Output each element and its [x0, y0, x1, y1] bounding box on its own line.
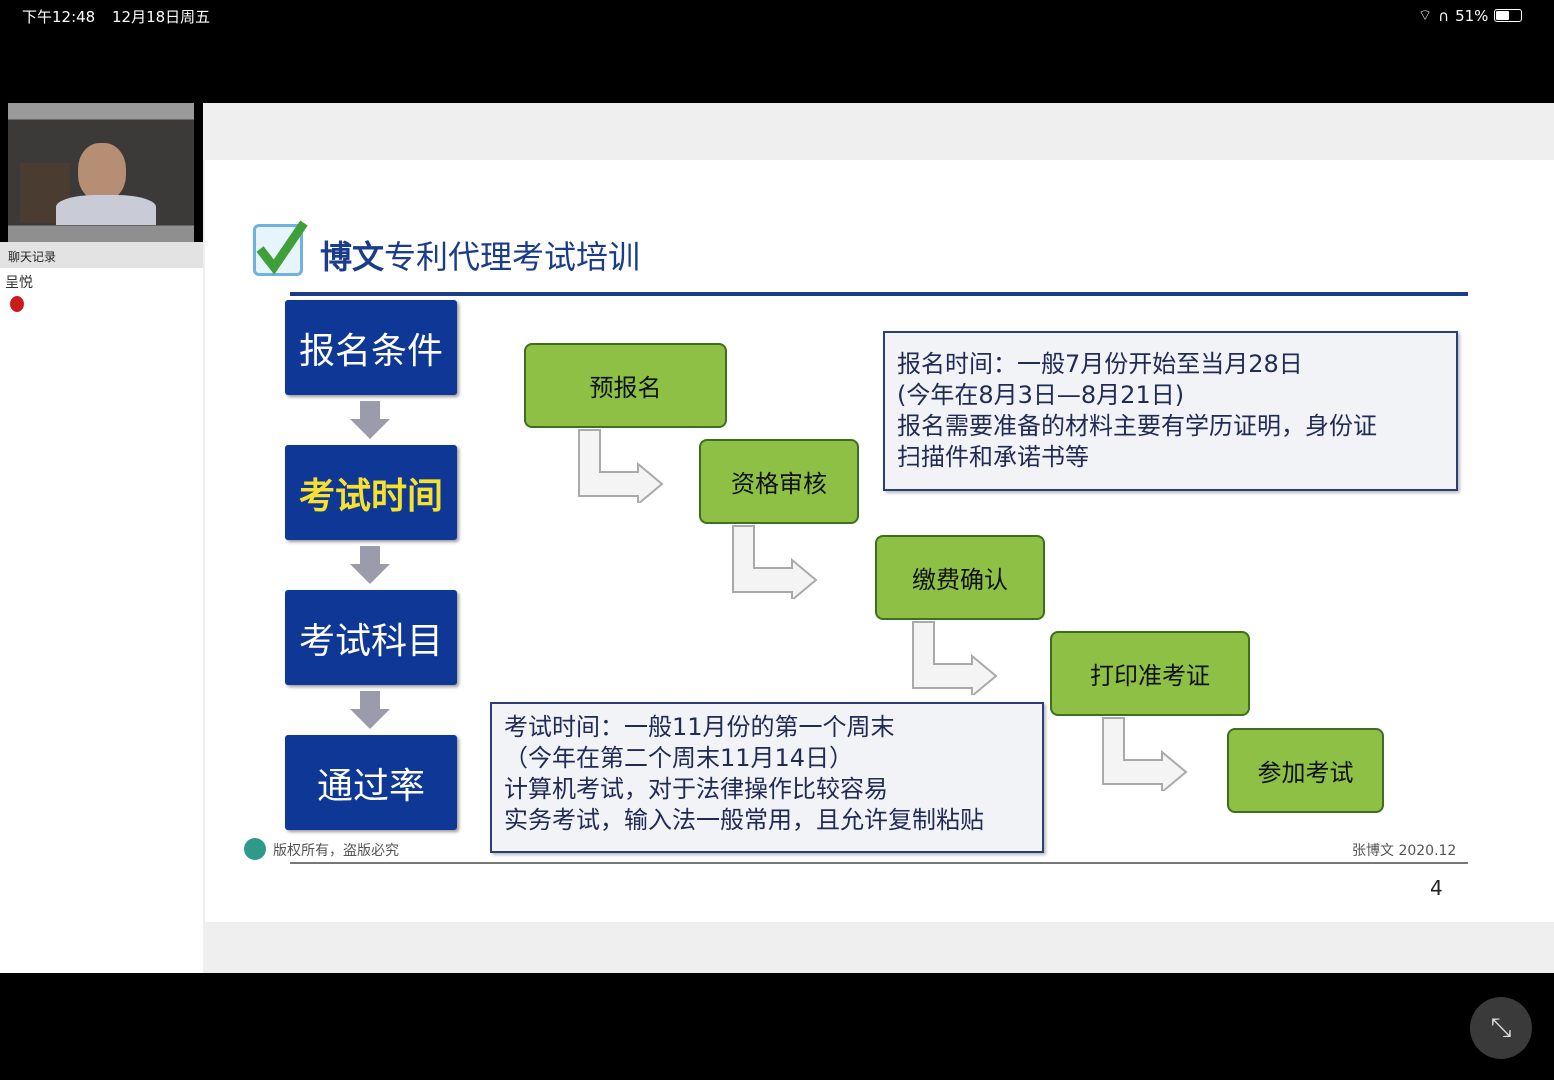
- bent-arrow-icon: [578, 429, 664, 503]
- step-take-exam: 参加考试: [1227, 728, 1384, 813]
- copyright-text: 版权所有，盗版必究: [273, 843, 399, 859]
- nav-pass-rate[interactable]: 通过率: [285, 735, 457, 830]
- status-time: 下午12:48: [22, 8, 96, 26]
- info-line: 考试时间：一般11月份的第一个周末: [504, 713, 895, 741]
- minimize-arrows-icon: ⤡: [1490, 1012, 1512, 1043]
- nav-registration[interactable]: 报名条件: [285, 300, 457, 395]
- info-line: 报名需要准备的材料主要有学历证明，身份证: [897, 412, 1377, 440]
- slide-title: 博文专利代理考试培训: [320, 232, 640, 278]
- exit-fullscreen-button[interactable]: ⤡: [1470, 997, 1532, 1059]
- step-pre-register: 预报名: [524, 343, 727, 428]
- author-date: 张博文 2020.12: [1352, 843, 1457, 859]
- registration-info-box: 报名时间：一般7月份开始至当月28日 (今年在8月3日—8月21日) 报名需要准…: [883, 331, 1458, 491]
- info-line: 实务考试，输入法一般常用，且允许复制粘贴: [504, 806, 984, 834]
- wifi-icon: ⌔: [1418, 6, 1433, 24]
- nav-subjects[interactable]: 考试科目: [285, 590, 457, 685]
- nav-exam-time[interactable]: 考试时间: [285, 445, 457, 540]
- participant-face: [78, 143, 126, 201]
- down-arrow-icon: [350, 546, 390, 584]
- step-payment-confirm: 缴费确认: [875, 535, 1045, 620]
- info-line: 扫描件和承诺书等: [897, 443, 1089, 471]
- down-arrow-icon: [350, 401, 390, 439]
- title-bold: 博文: [320, 238, 385, 276]
- bent-arrow-icon: [1102, 717, 1188, 791]
- page-number: 4: [1430, 876, 1443, 900]
- headphones-icon: ∩: [1438, 6, 1450, 25]
- exam-info-box: 考试时间：一般11月份的第一个周末 （今年在第二个周末11月14日） 计算机考试…: [490, 702, 1044, 853]
- title-rest: 专利代理考试培训: [384, 238, 641, 276]
- copyright-logo-icon: [244, 838, 266, 860]
- chat-panel: 聊天记录 呈悦: [0, 242, 203, 973]
- down-arrow-icon: [350, 691, 390, 729]
- participant-video[interactable]: [8, 103, 194, 242]
- footer-divider: [290, 862, 1468, 864]
- info-line: (今年在8月3日—8月21日): [897, 381, 1185, 409]
- bent-arrow-icon: [732, 525, 818, 599]
- chat-username: 呈悦: [5, 275, 33, 291]
- battery-icon: [1494, 9, 1523, 22]
- status-icons: ⌔ ∩ 51%: [1418, 6, 1523, 25]
- battery-percent: 51%: [1455, 6, 1489, 25]
- flower-icon: [10, 296, 24, 312]
- status-date: 12月18日周五: [112, 8, 211, 26]
- chat-header: 聊天记录: [0, 242, 203, 268]
- info-line: （今年在第二个周末11月14日）: [504, 744, 854, 772]
- bent-arrow-icon: [912, 621, 998, 695]
- participant-body: [56, 195, 156, 225]
- title-divider: [290, 292, 1468, 296]
- step-qualification-review: 资格审核: [699, 439, 859, 524]
- info-line: 计算机考试，对于法律操作比较容易: [504, 775, 888, 803]
- step-print-admission: 打印准考证: [1050, 631, 1250, 716]
- info-line: 报名时间：一般7月份开始至当月28日: [897, 350, 1303, 378]
- checkbox-logo-icon: [253, 220, 308, 276]
